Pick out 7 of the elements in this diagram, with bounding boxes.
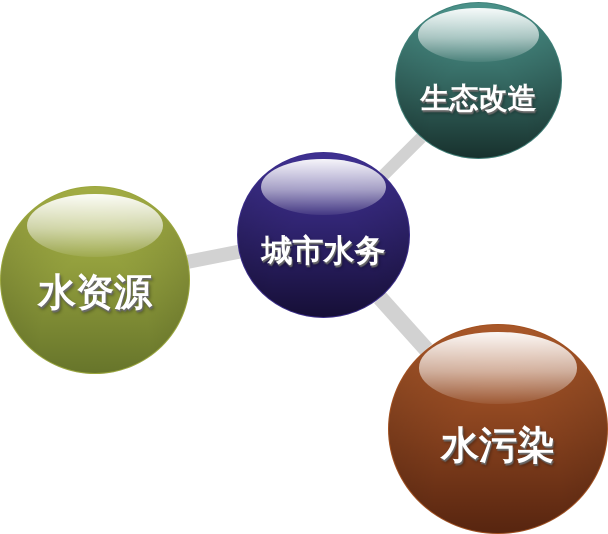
connector-bar	[186, 244, 240, 269]
sphere-node: 水污染	[388, 324, 608, 534]
sphere-node: 城市水务	[237, 152, 410, 318]
sphere-node: 生态改造	[395, 2, 562, 159]
sphere-node: 水资源	[0, 186, 190, 374]
connector-bar	[379, 133, 426, 180]
connector-bar	[374, 292, 432, 355]
